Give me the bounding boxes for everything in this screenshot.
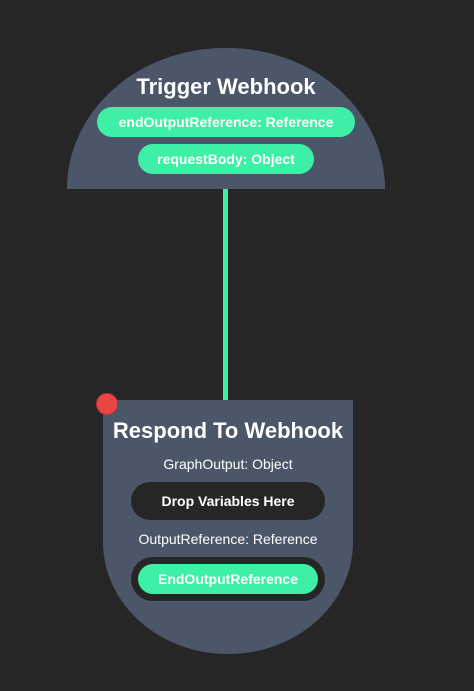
- respond-to-webhook-node[interactable]: Respond To Webhook GraphOutput: Object D…: [103, 400, 353, 654]
- respond-node-title: Respond To Webhook: [112, 418, 344, 443]
- output-reference-slot[interactable]: EndOutputReference: [131, 557, 325, 601]
- trigger-node-title: Trigger Webhook: [136, 74, 316, 99]
- delete-node-icon[interactable]: [96, 393, 118, 415]
- drop-variables-zone[interactable]: Drop Variables Here: [131, 482, 325, 520]
- node-connector-edge[interactable]: [223, 188, 228, 402]
- end-output-reference-chip[interactable]: EndOutputReference: [138, 564, 318, 594]
- output-variable-request-body[interactable]: requestBody: Object: [138, 144, 314, 174]
- graph-output-label: GraphOutput: Object: [163, 456, 293, 472]
- output-variable-end-output-reference[interactable]: endOutputReference: Reference: [97, 107, 355, 137]
- output-reference-label: OutputReference: Reference: [138, 531, 318, 547]
- trigger-webhook-node[interactable]: Trigger Webhook endOutputReference: Refe…: [67, 48, 385, 189]
